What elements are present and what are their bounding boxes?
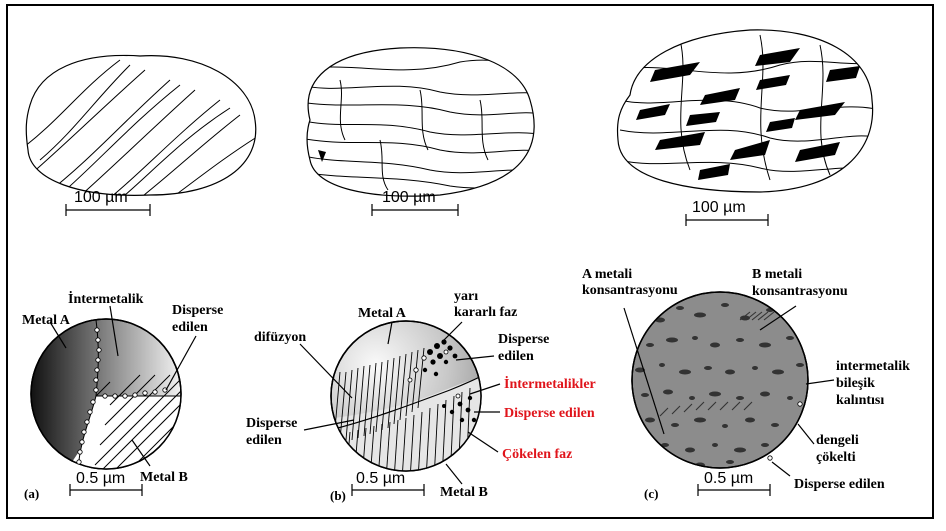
label-b-difuzyon: difüzyon — [254, 330, 306, 345]
label-b-intermetalikler: İntermetalikler — [504, 375, 596, 392]
scale-bar-top-c: 100 µm — [686, 199, 768, 226]
label-a-metal-a: Metal A — [22, 313, 71, 328]
particle-c-composite — [618, 30, 881, 192]
label-b-disperse-red: Disperse edilen — [504, 406, 595, 421]
label-b-cokelen: Çökelen faz — [502, 447, 572, 462]
label-c-a-metali-1: A metali — [582, 267, 632, 282]
scale-label-top-a: 100 µm — [74, 189, 128, 206]
label-b-metal-a: Metal A — [358, 306, 407, 321]
label-a-disperse-1: Disperse — [172, 303, 223, 318]
scale-bar-top-b: 100 µm — [372, 189, 458, 216]
label-c-dengeli-2: çökelti — [816, 450, 856, 465]
particle-b-folded — [300, 48, 545, 196]
label-c-b-metali-1: B metali — [752, 267, 802, 282]
scale-label-a: 0.5 µm — [76, 470, 125, 487]
label-c-disperse: Disperse edilen — [794, 477, 885, 492]
label-a-metal-b: Metal B — [140, 470, 188, 485]
label-b-yari-1: yarı — [454, 289, 478, 304]
label-c-a-metali-2: konsantrasyonu — [582, 283, 678, 298]
particle-a-lamellar — [20, 55, 265, 210]
scale-label-top-b: 100 µm — [382, 189, 436, 206]
label-c-inter-2: bileşik — [836, 376, 875, 391]
label-a-disperse-2: edilen — [172, 320, 208, 335]
label-b-yari-2: kararlı faz — [454, 305, 517, 320]
scale-label-c: 0.5 µm — [704, 470, 753, 487]
scale-bar-top-a: 100 µm — [66, 189, 150, 216]
label-b-disperse-top-2: edilen — [498, 349, 534, 364]
panel-tag-a: (a) — [24, 486, 39, 501]
panel-tag-b: (b) — [330, 488, 346, 503]
panel-c: A metali konsantrasyonu B metali konsant… — [582, 267, 910, 501]
label-a-intermetalik: İntermetalik — [68, 290, 144, 307]
label-b-disperse-top-1: Disperse — [498, 332, 549, 347]
label-c-b-metali-2: konsantrasyonu — [752, 284, 848, 299]
label-b-metal-b: Metal B — [440, 485, 488, 500]
label-b-disperse-left-2: edilen — [246, 433, 282, 448]
label-c-inter-1: intermetalik — [836, 359, 910, 374]
scale-label-top-c: 100 µm — [692, 199, 746, 216]
panel-a: Metal A İntermetalik Disperse edilen Met… — [22, 290, 223, 501]
scale-label-b: 0.5 µm — [356, 470, 405, 487]
label-c-inter-3: kalıntısı — [836, 393, 884, 408]
panel-b: Metal A yarı kararlı faz difüzyon Disper… — [246, 289, 596, 503]
panel-tag-c: (c) — [644, 486, 658, 501]
label-c-dengeli-1: dengeli — [816, 433, 859, 448]
label-b-disperse-left-1: Disperse — [246, 416, 297, 431]
